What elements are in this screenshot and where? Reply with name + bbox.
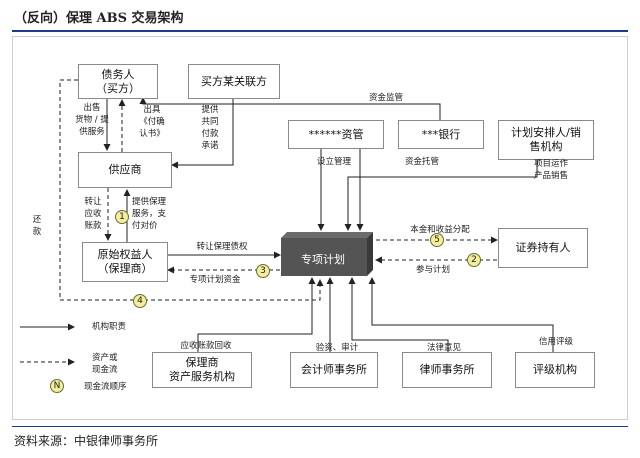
bank-box: ***银行	[398, 120, 484, 149]
transfer-ar-label: 转让 应收 账款	[84, 197, 102, 231]
buyer-affiliate-box: 买方某关联方	[188, 64, 280, 99]
legend-order-icon: N	[50, 379, 64, 393]
factoring-payment-label: 提供保理 服务，支 付对价	[132, 197, 167, 231]
debtor-box: 债务人 （买方）	[78, 64, 158, 99]
legend-order-label: 现金流顺序	[84, 382, 127, 392]
ar-recovery-label: 应收账款回收	[180, 341, 232, 351]
step-marker-2: 2	[467, 253, 481, 267]
subscribe-label: 参与计划	[415, 265, 450, 275]
plan-sales-box: 计划安排人/销 售机构	[498, 120, 594, 160]
setup-management-label: 设立管理	[316, 157, 351, 167]
transfer-claims-label: 转让保理债权	[196, 242, 248, 252]
audit-label: 验资、审计	[315, 343, 359, 353]
spv-block	[281, 232, 373, 276]
servicer-box: 保理商 资产服务机构	[152, 352, 252, 388]
legend-institution-label: 机构职责	[92, 322, 127, 332]
guarantee-label: 提供 共同 付款 承诺	[201, 105, 219, 151]
credit-rating-label: 信用评级	[538, 337, 573, 347]
source-note: 资料来源：中银律师事务所	[14, 434, 159, 448]
principal-income-label: 本金和收益分配	[410, 225, 470, 235]
rating-box: 评级机构	[515, 352, 595, 388]
lawyer-box: 律师事务所	[402, 352, 492, 388]
legal-opinion-label: 法律意见	[426, 343, 461, 353]
step-marker-5: 5	[430, 233, 444, 247]
fund-supervision-label: 资金监管	[368, 93, 403, 103]
diagram-frame	[12, 36, 628, 420]
issue-confirmation-label: 出具 《付确 认书》	[139, 105, 165, 139]
step-marker-1: 1	[115, 210, 129, 224]
asset-manager-box: ******资管	[288, 120, 384, 149]
sell-goods-label: 出售 货物 / 提 供服务	[75, 103, 109, 137]
custody-label: 资金托管	[404, 157, 439, 167]
legend-asset-cash-label: 资产或 现金流	[92, 353, 118, 375]
plan-funds-label: 专项计划资金	[189, 275, 241, 285]
title-divider	[12, 30, 628, 32]
accountant-box: 会计师事务所	[290, 352, 378, 388]
page-title: （反向）保理 ABS 交易架构	[14, 11, 184, 26]
spv-label: 专项计划	[301, 253, 345, 266]
project-ops-label: 项目运作 产品销售	[534, 159, 569, 181]
repay-label: 还 款	[32, 215, 42, 237]
holders-box: 证券持有人	[498, 228, 588, 268]
step-marker-4: 4	[133, 294, 147, 308]
supplier-box: 供应商	[78, 152, 172, 188]
step-marker-3: 3	[256, 264, 270, 278]
originator-box: 原始权益人 （保理商）	[82, 242, 168, 282]
source-divider	[12, 426, 628, 427]
